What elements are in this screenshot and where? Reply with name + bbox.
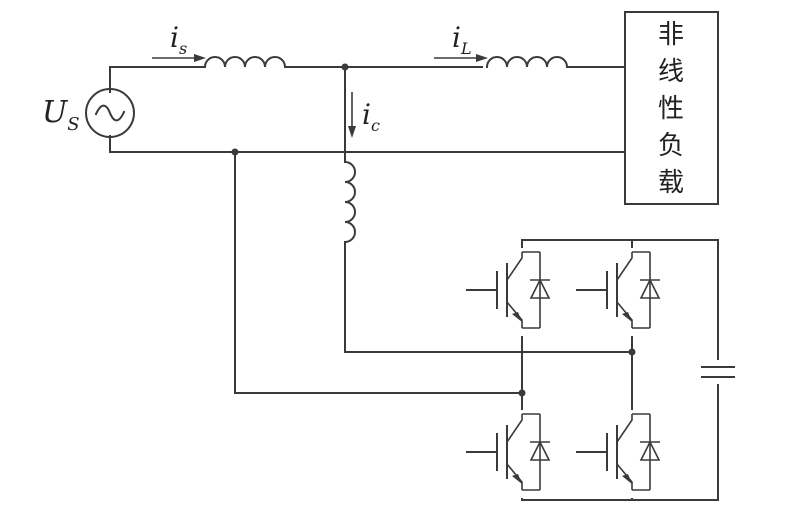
source-inductor-icon bbox=[203, 56, 287, 69]
ic-arrow-icon bbox=[348, 92, 356, 138]
svg-text:线: 线 bbox=[658, 57, 684, 87]
igbt-icon bbox=[466, 410, 551, 498]
is-label: is bbox=[170, 21, 187, 58]
igbt-icon bbox=[576, 410, 661, 498]
bottom-left-wire bbox=[109, 135, 626, 153]
top-left-wire bbox=[109, 66, 206, 93]
comp-wire-bottom bbox=[344, 241, 633, 353]
svg-text:非: 非 bbox=[658, 20, 684, 50]
ic-label: ic bbox=[362, 98, 380, 135]
igbt-icon bbox=[576, 248, 661, 336]
junction-dot bbox=[628, 348, 636, 356]
source-label: US bbox=[42, 95, 80, 135]
comp-inductor-icon bbox=[343, 160, 356, 244]
ac-source-icon bbox=[85, 88, 135, 138]
igbt-icon bbox=[466, 248, 551, 336]
junction-dot bbox=[518, 389, 526, 397]
load-label: 非 线 性 负 载 bbox=[658, 20, 684, 198]
nonlinear-load-box bbox=[624, 11, 719, 205]
svg-text:负: 负 bbox=[658, 131, 684, 161]
dc-capacitor-icon bbox=[700, 360, 736, 384]
svg-text:性: 性 bbox=[658, 94, 684, 124]
il-label: iL bbox=[452, 21, 472, 58]
load-inductor-icon bbox=[485, 56, 569, 69]
return-wire bbox=[234, 151, 523, 394]
il-arrow-icon bbox=[434, 54, 488, 62]
svg-text:载: 载 bbox=[658, 168, 684, 198]
is-arrow-icon bbox=[152, 54, 206, 62]
